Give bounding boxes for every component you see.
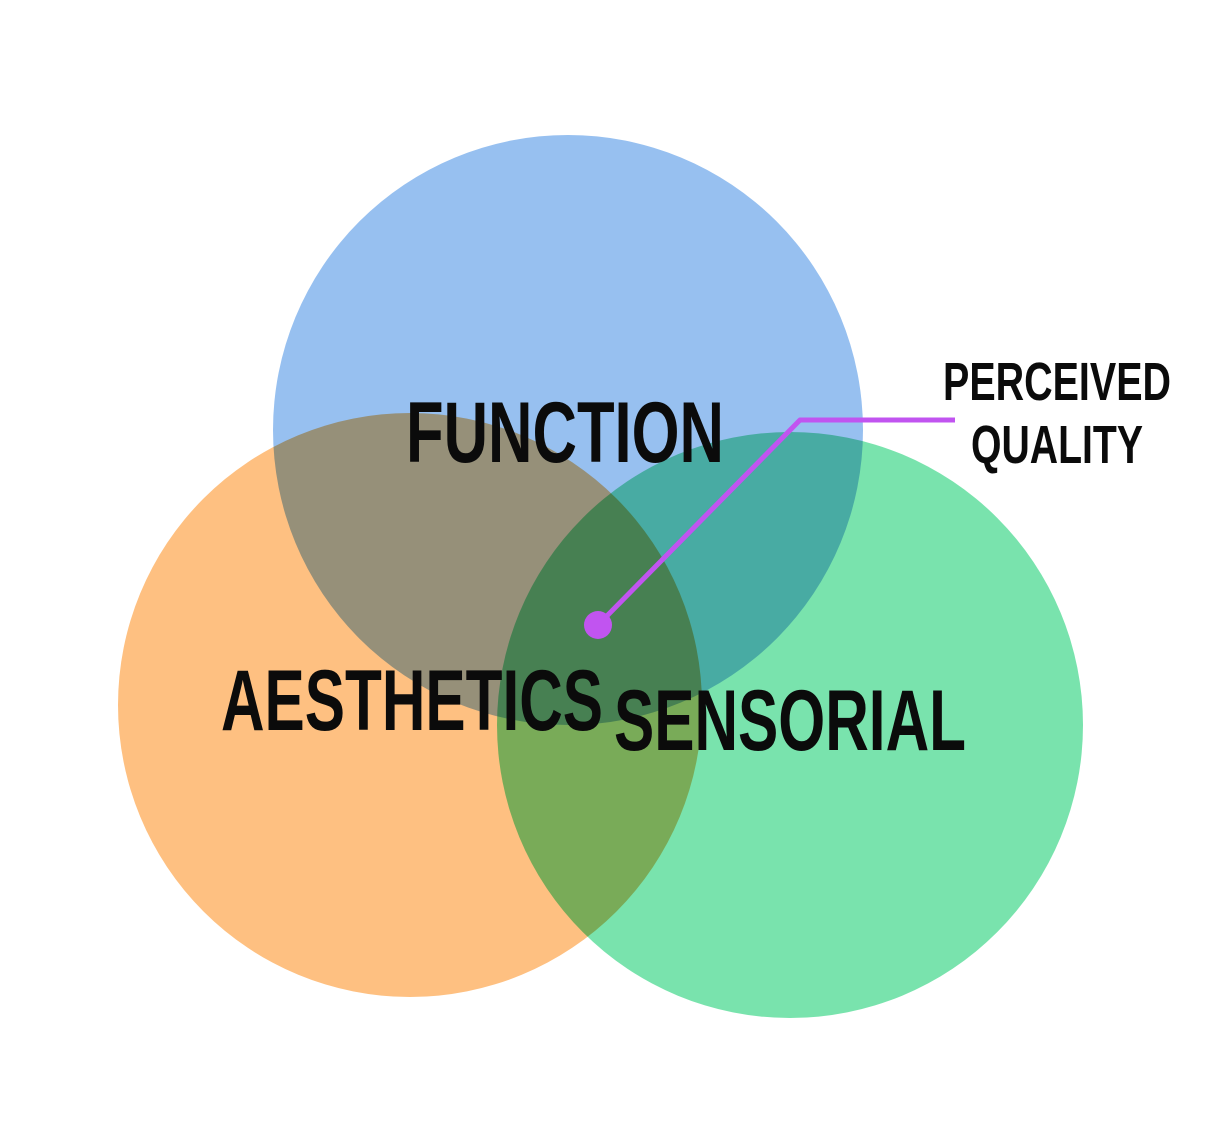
circles-group <box>118 135 1083 1018</box>
callout-pointer <box>584 417 955 639</box>
callout-line <box>596 417 955 627</box>
function-label: FUNCTION <box>406 385 724 481</box>
quality-label: QUALITY <box>971 415 1143 475</box>
aesthetics-label: AESTHETICS <box>221 653 603 749</box>
sensorial-label: SENSORIAL <box>614 673 966 769</box>
perceived-label: PERCEIVED <box>943 352 1171 412</box>
callout-dot <box>584 611 612 639</box>
